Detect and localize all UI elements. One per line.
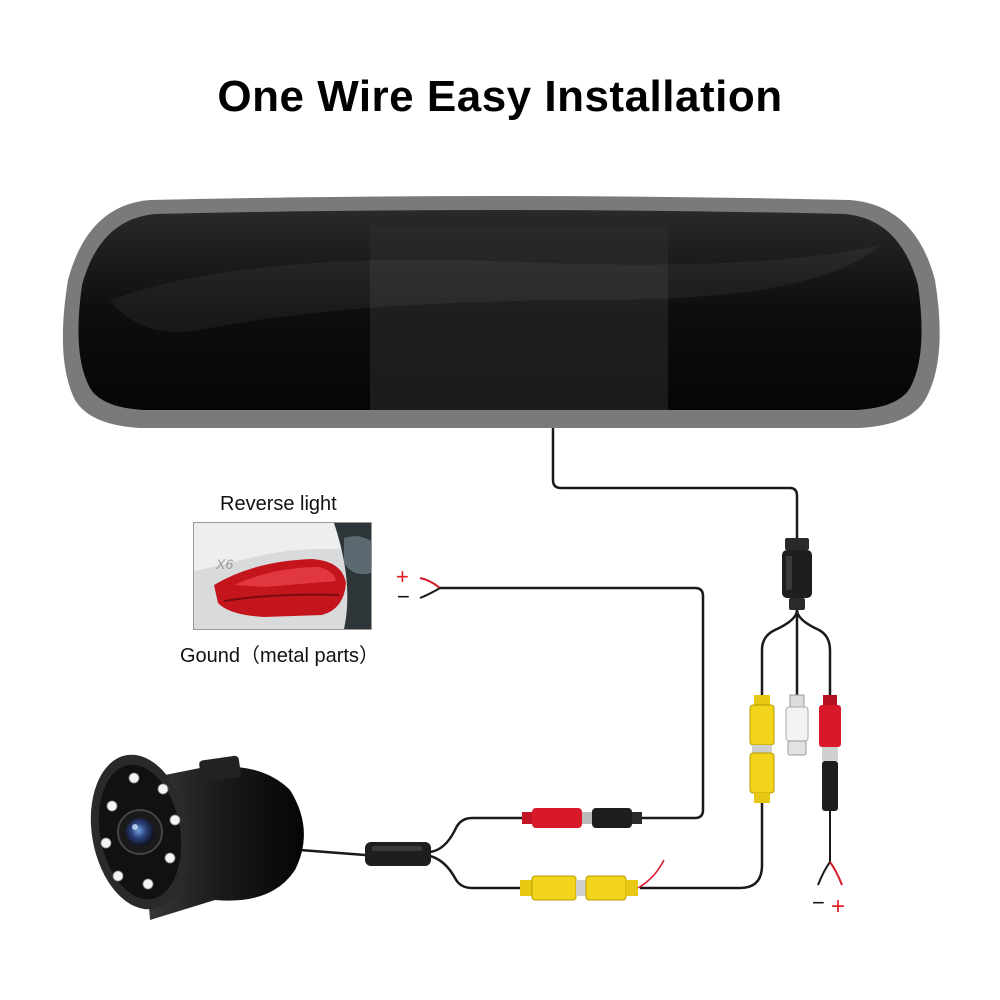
mirror-screen-area <box>370 226 668 410</box>
camera-led-ring <box>100 772 181 890</box>
camera-video-connector <box>520 875 638 901</box>
camera-mount-clip <box>199 755 241 783</box>
page-title: One Wire Easy Installation <box>217 72 783 121</box>
yellow-rca-video-socket <box>749 695 775 803</box>
power-minus-sign: − <box>812 890 825 915</box>
mirror-cable <box>551 428 799 540</box>
power-input-leads <box>817 811 843 886</box>
camera-lens-glint <box>132 824 138 830</box>
reverse-power-cable <box>440 586 705 820</box>
red-rca-power-socket <box>819 695 841 811</box>
camera-cable-splitter <box>365 842 431 866</box>
camera-cable <box>299 816 522 890</box>
ground-label: Gound（metal parts） <box>180 645 379 667</box>
reverse-light-leads <box>419 577 441 599</box>
tail-light-image: X6 <box>194 523 371 629</box>
video-cable <box>640 803 764 890</box>
reverse-plus-sign: + <box>396 564 409 589</box>
mirror-cable-connector <box>782 538 812 610</box>
trigger-wire <box>637 859 665 889</box>
reverse-light-label: Reverse light <box>220 493 337 515</box>
backup-camera <box>90 754 304 920</box>
power-plus-sign: + <box>831 893 845 920</box>
camera-power-connector <box>522 808 642 828</box>
rearview-mirror-monitor <box>62 196 940 428</box>
mirror-reflection <box>110 245 880 332</box>
rca-split-wires <box>760 609 832 695</box>
white-rca-audio-plug <box>785 694 809 756</box>
reverse-minus-sign: − <box>397 584 410 609</box>
camera-lens <box>126 818 154 846</box>
tail-light-badge-text: X6 <box>215 556 233 572</box>
reverse-light-photo: X6 <box>193 522 372 630</box>
